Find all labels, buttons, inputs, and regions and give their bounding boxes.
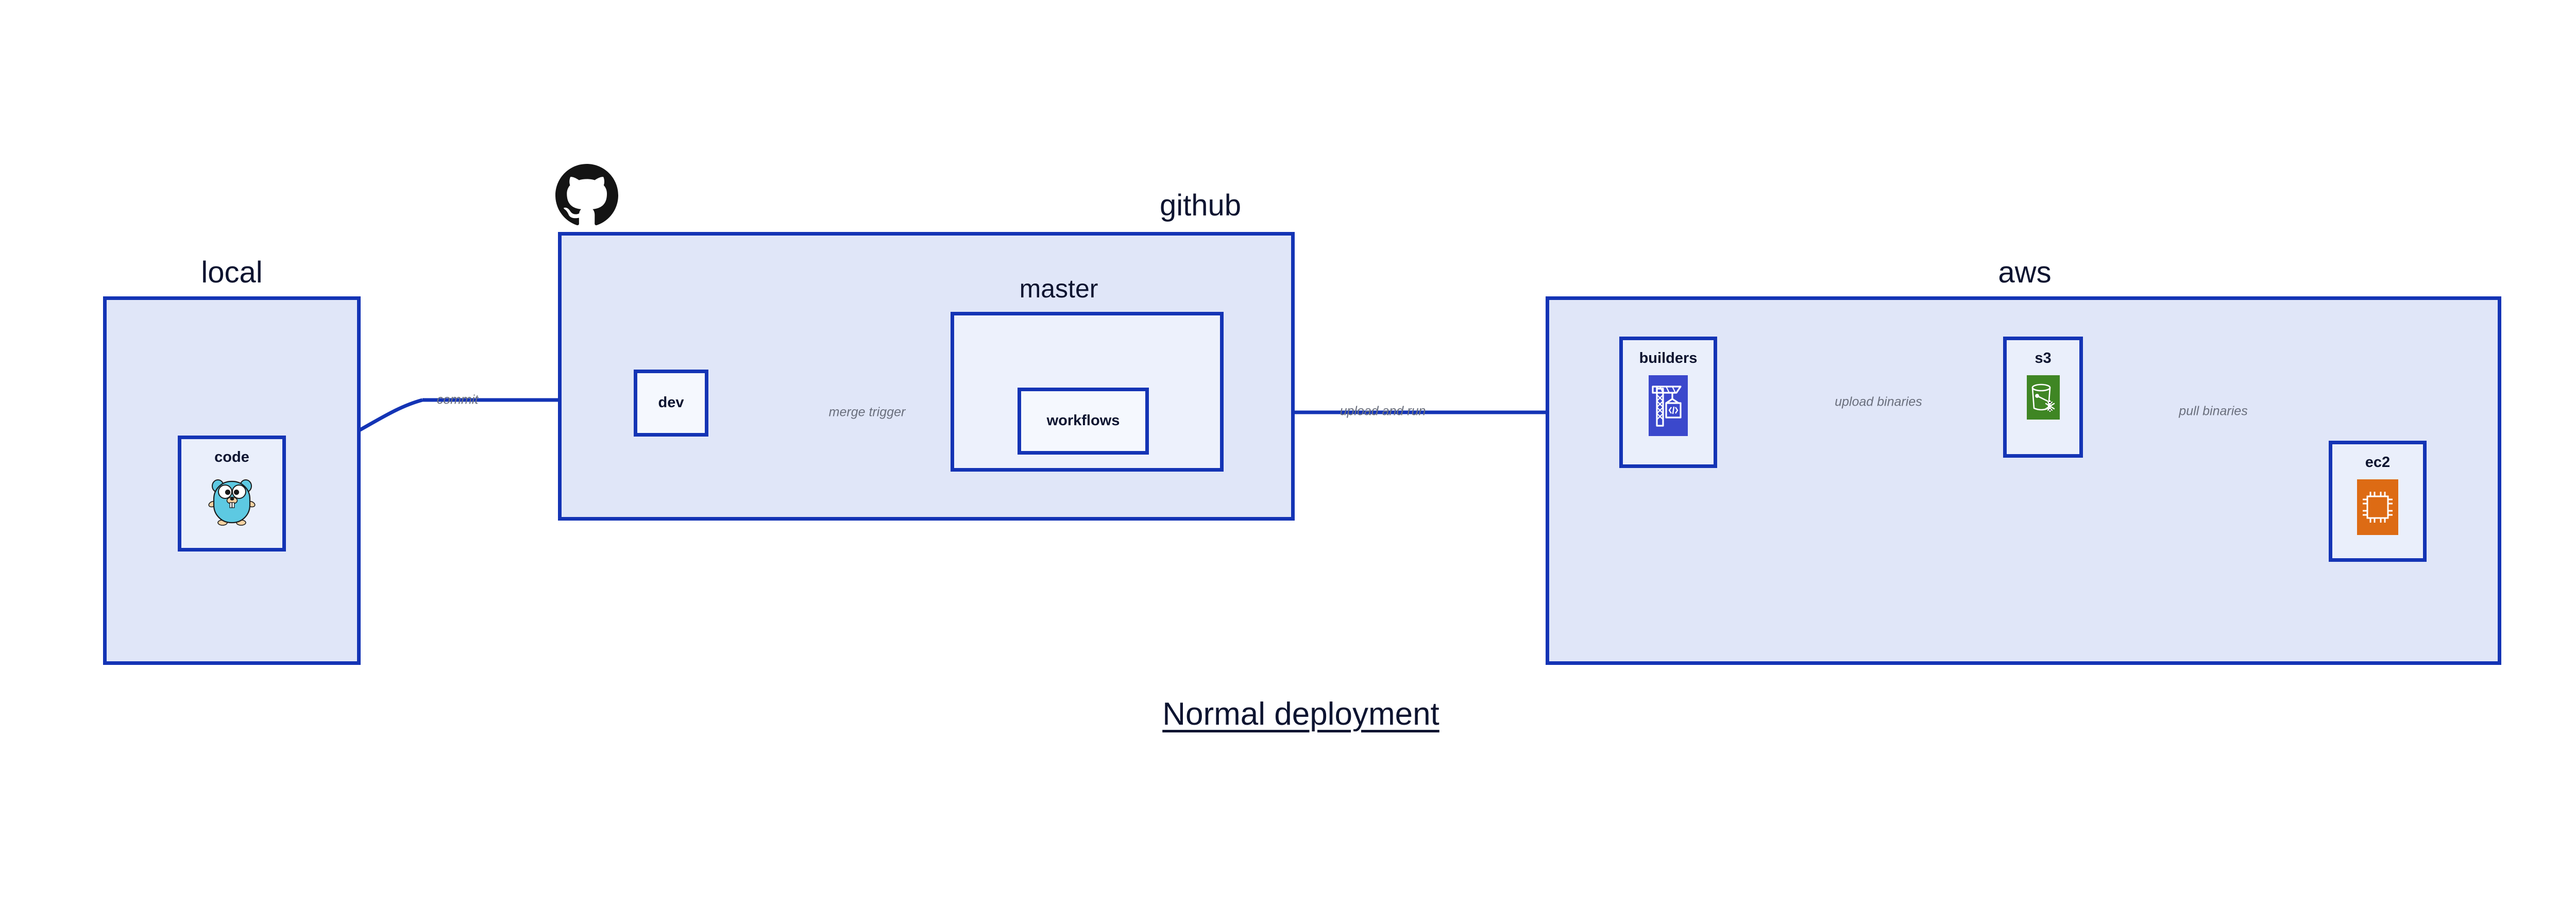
aws-codebuild-icon: [1649, 375, 1688, 439]
node-s3[interactable]: s3: [2003, 337, 2083, 458]
group-label-local: local: [201, 256, 263, 289]
node-label-workflows: workflows: [1046, 412, 1120, 429]
node-ec2[interactable]: ec2: [2329, 441, 2427, 562]
node-workflows[interactable]: workflows: [1018, 388, 1149, 455]
node-label-s3: s3: [2035, 350, 2052, 366]
node-label-code: code: [214, 449, 249, 465]
node-code[interactable]: code: [178, 436, 286, 552]
github-octocat-icon: [555, 164, 618, 229]
aws-ec2-icon: [2357, 479, 2398, 538]
edge-label-pull-binaries: pull binaries: [2179, 404, 2248, 419]
group-label-github: github: [1159, 189, 1242, 222]
node-builders[interactable]: builders: [1619, 337, 1717, 468]
node-dev[interactable]: dev: [634, 370, 708, 437]
edge-label-upload-and-run: upload and run: [1340, 404, 1426, 419]
go-gopher-icon: [207, 474, 257, 528]
node-label-dev: dev: [658, 394, 684, 411]
edge-label-merge-trigger: merge trigger: [828, 405, 906, 420]
node-label-builders: builders: [1639, 350, 1698, 366]
edge-label-upload-binaries: upload binaries: [1835, 394, 1922, 409]
group-label-aws: aws: [1998, 256, 2052, 289]
diagram-title: Normal deployment: [1162, 696, 1439, 732]
aws-s3-glacier-icon: [2026, 375, 2060, 422]
edge-label-commit: commit: [436, 392, 479, 407]
subgroup-label-master: master: [1019, 274, 1098, 303]
node-label-ec2: ec2: [2365, 454, 2391, 471]
